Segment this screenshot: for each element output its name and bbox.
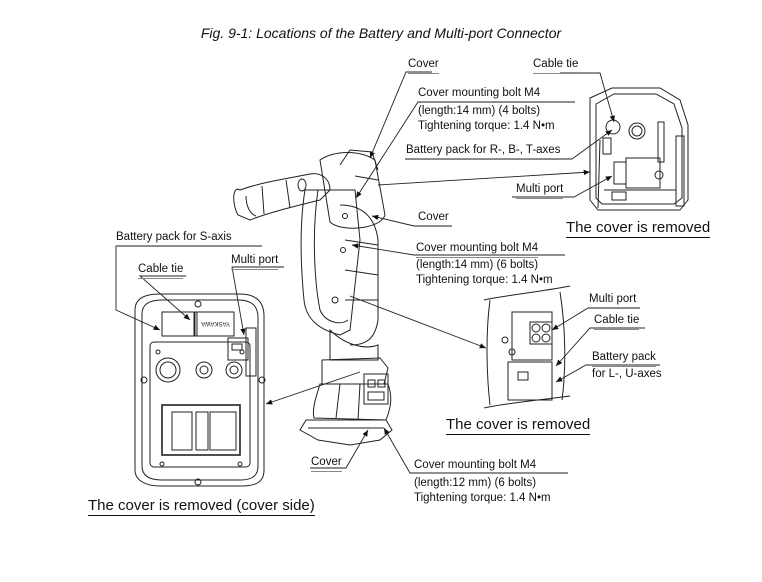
label-bottom-bolt-torque: Tightening torque: 1.4 N•m xyxy=(414,492,551,504)
label-right-battery-axes: for L-, U-axes xyxy=(592,368,662,380)
leader-bottom-cover xyxy=(310,429,369,469)
caption-right-removed: The cover is removed xyxy=(446,416,591,435)
label-top-bolt-torque: Tightening torque: 1.4 N•m xyxy=(418,120,555,132)
label-right-battery: Battery pack xyxy=(592,350,656,367)
leader-right-battery xyxy=(555,364,660,383)
label-top-cover: Cover xyxy=(408,57,439,74)
battery-brand-text: YASKAWA xyxy=(201,320,230,326)
label-bottom-cover: Cover xyxy=(311,455,342,472)
robot-arm xyxy=(233,149,393,446)
leader-base-to-left-inset xyxy=(265,371,361,405)
left-inset xyxy=(134,293,266,487)
label-top-bolt: Cover mounting bolt M4 xyxy=(418,86,541,103)
label-mid-bolt: Cover mounting bolt M4 xyxy=(416,241,539,258)
label-left-multi-port: Multi port xyxy=(231,253,279,270)
leader-top-cover xyxy=(369,71,432,159)
label-top-bolt-length: (length:14 mm) (4 bolts) xyxy=(418,105,541,117)
label-bottom-bolt-length: (length:12 mm) (6 bolts) xyxy=(414,477,537,489)
figure-title: Fig. 9-1: Locations of the Battery and M… xyxy=(200,25,562,41)
leader-bottom-bolt xyxy=(383,427,568,474)
label-right-multi-port: Multi port xyxy=(589,292,637,309)
label-mid-bolt-torque: Tightening torque: 1.4 N•m xyxy=(416,274,553,286)
leader-top-cable-tie xyxy=(560,72,615,123)
leader-left-cable-tie xyxy=(138,275,191,321)
label-right-cable-tie: Cable tie xyxy=(594,313,640,330)
label-top-multi-port: Multi port xyxy=(516,182,564,199)
leader-to-right-inset xyxy=(349,295,487,349)
top-right-inset xyxy=(589,87,689,211)
label-left-cable-tie: Cable tie xyxy=(138,262,184,279)
label-top-cable-tie: Cable tie xyxy=(533,57,579,74)
leader-mid-bolt xyxy=(351,243,565,256)
leader-top-multi-port xyxy=(512,175,613,198)
label-mid-bolt-length: (length:14 mm) (6 bolts) xyxy=(416,259,539,271)
leader-left-multi-port xyxy=(231,266,284,336)
label-left-battery: Battery pack for S-axis xyxy=(116,230,232,247)
leader-right-cable-tie xyxy=(555,327,645,367)
label-bottom-bolt: Cover mounting bolt M4 xyxy=(414,459,537,471)
label-battery-rbt: Battery pack for R-, B-, T-axes xyxy=(406,143,561,160)
right-middle-inset xyxy=(483,285,571,409)
label-mid-cover: Cover xyxy=(418,210,449,227)
caption-top-removed: The cover is removed xyxy=(566,219,711,238)
caption-left-removed: The cover is removed (cover side) xyxy=(88,497,315,516)
leader-cover-to-inset xyxy=(377,169,591,186)
